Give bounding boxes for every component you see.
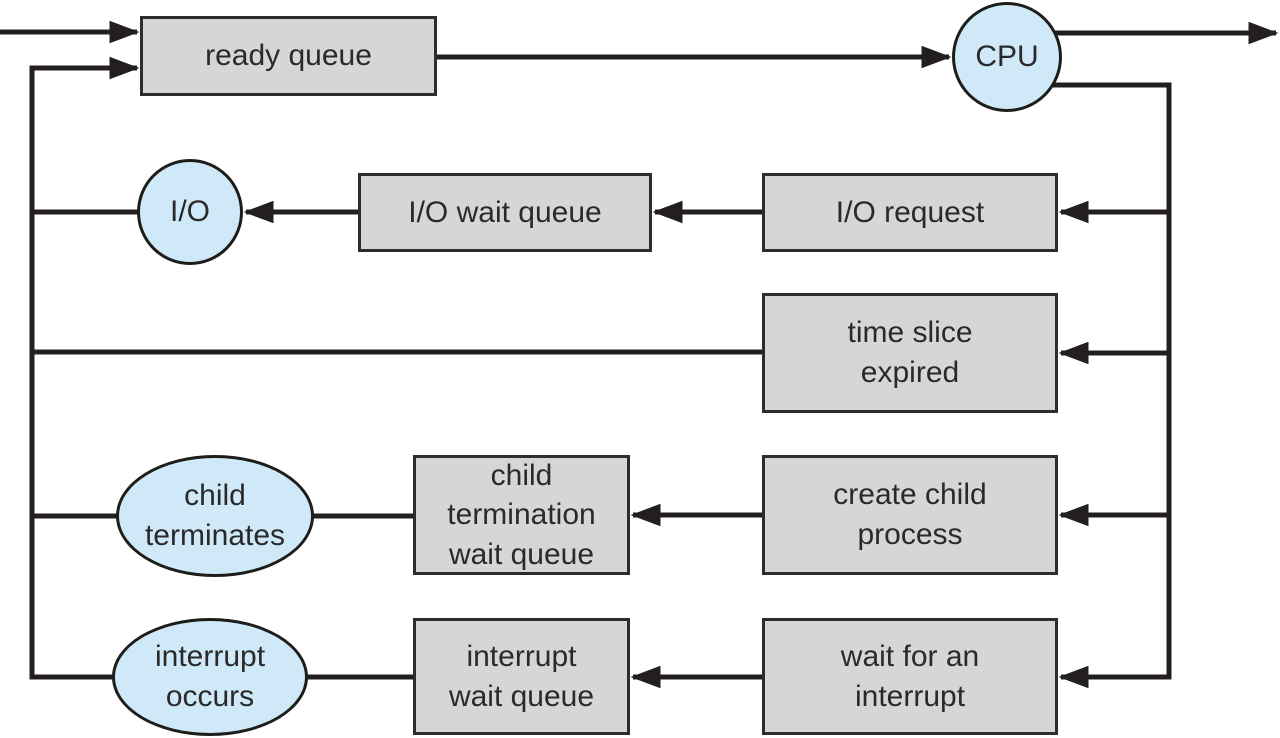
io-circle: I/O: [137, 159, 243, 265]
edge-left-rail-to-ready-queue: [29, 56, 140, 680]
ready-queue-box: ready queue: [140, 16, 437, 96]
child-terminates-ellipse: child terminates: [116, 455, 314, 577]
io-request-box: I/O request: [762, 173, 1058, 252]
time-slice-expired-box: time slice expired: [762, 293, 1058, 413]
child-termination-wait-queue-box: child termination wait queue: [413, 455, 630, 575]
interrupt-occurs-ellipse: interrupt occurs: [112, 618, 308, 736]
wait-for-an-interrupt-box: wait for an interrupt: [762, 618, 1058, 735]
io-wait-queue-box: I/O wait queue: [358, 173, 652, 252]
create-child-process-box: create child process: [762, 455, 1058, 575]
interrupt-wait-queue-box: interrupt wait queue: [413, 618, 630, 735]
edge-cpu-right-rail-to-wait-for-interrupt: [1040, 82, 1172, 689]
cpu-circle: CPU: [952, 2, 1062, 112]
